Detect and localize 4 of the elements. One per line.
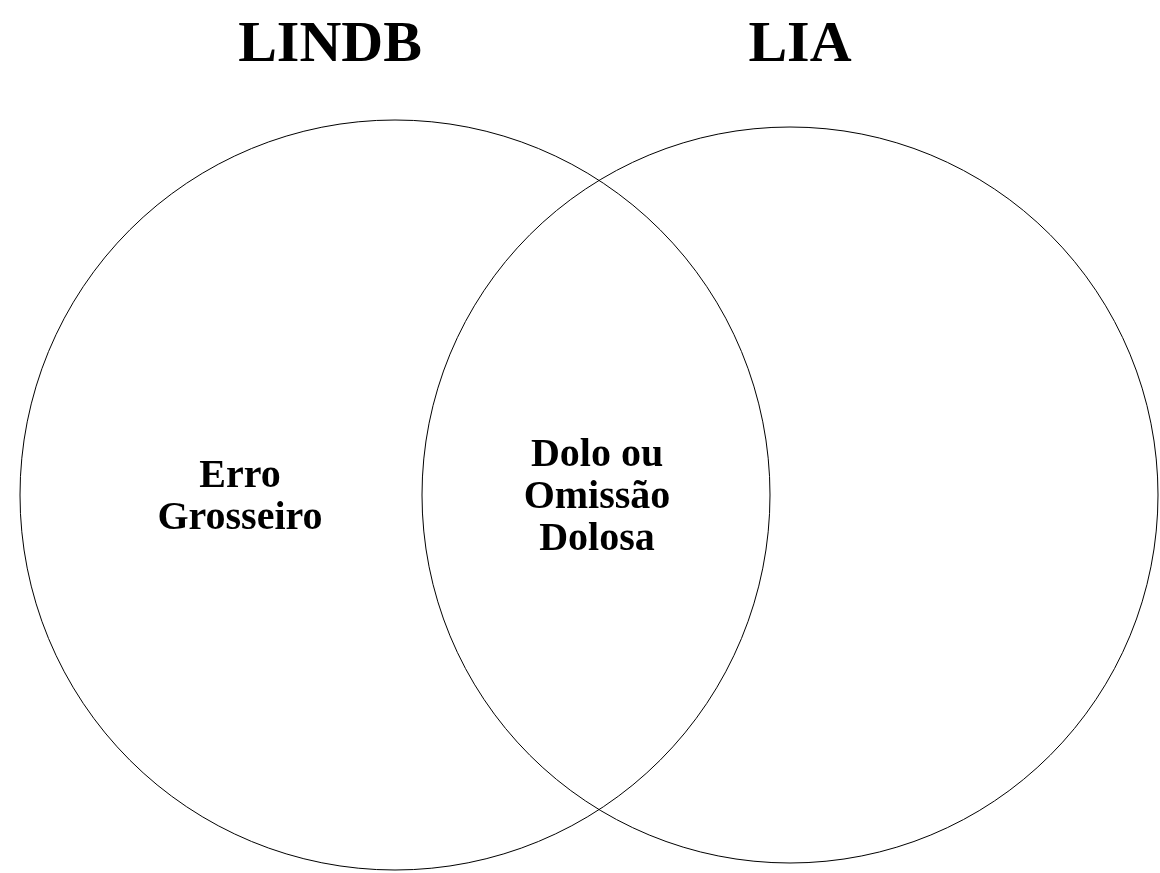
set-label: Erro Grosseiro — [156, 453, 324, 537]
overlap-label: Dolo ou Omissão Dolosa — [522, 432, 672, 558]
set-title: LINDB — [238, 8, 422, 75]
set-title: LIA — [748, 8, 852, 75]
